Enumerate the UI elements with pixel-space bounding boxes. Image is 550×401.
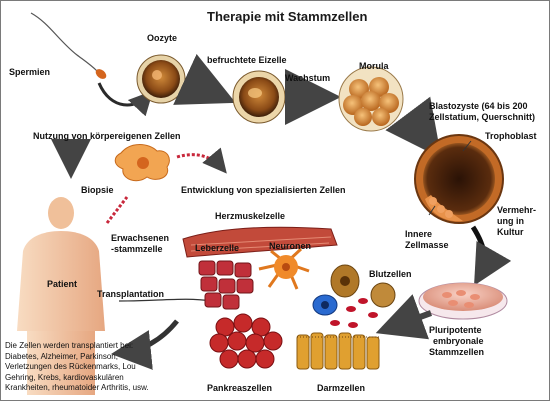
label-darmzellen: Darmzellen [317, 383, 365, 394]
label-blutzellen: Blutzellen [369, 269, 412, 280]
intestinal-cells [297, 333, 379, 369]
arrow-culture-to-cells [387, 313, 431, 329]
oocyte-cell [137, 55, 185, 103]
label-wachstum: Wachstum [285, 73, 330, 84]
note-line: Diabetes, Alzheimer, Parkinson, [5, 352, 149, 363]
arrow-red-specialization [177, 155, 223, 169]
label-trophoblast: Trophoblast [485, 131, 537, 142]
note-line: Verletzungen des Rückenmarks, Lou [5, 362, 149, 373]
transplant-note: Die Zellen werden transplantiert bei: Di… [5, 341, 149, 394]
label-nutzung: Nutzung von körpereigenen Zellen [33, 131, 181, 142]
label-entwicklung: Entwicklung von spezialisierten Zellen [181, 185, 346, 196]
arrow-morula-to-blastocyst [406, 121, 433, 147]
note-line: Die Zellen werden transplantiert bei: [5, 341, 149, 352]
label-befruchtete: befruchtete Eizelle [207, 55, 287, 66]
liver-cells [199, 261, 253, 309]
arrow-blastocyst-to-culture [473, 227, 484, 277]
pancreas-cells [210, 314, 282, 368]
label-morula: Morula [359, 61, 389, 72]
label-spermien: Spermien [9, 67, 50, 78]
label-innere: Innere [405, 229, 432, 240]
label-erwachsenen-1: Erwachsenen [111, 233, 169, 244]
label-vermehrung-1: Vermehr- [497, 205, 536, 216]
culture-dish [419, 283, 507, 319]
adult-stem-cell [115, 145, 169, 181]
note-line: Krankheiten, rheumatoider Arthritis, usw… [5, 383, 149, 394]
label-oozyte: Oozyte [147, 33, 177, 44]
label-embryonale: embryonale [433, 336, 484, 347]
diagram-title: Therapie mit Stammzellen [207, 9, 367, 24]
label-vermehrung-2: ung in [497, 216, 524, 227]
morula-cell [339, 67, 403, 131]
blastocyst-cell [415, 135, 503, 223]
label-blastozyste-1: Blastozyste (64 bis 200 [429, 101, 528, 112]
arrow-oocyte-to-zygote [197, 85, 223, 97]
label-pluripotente: Pluripotente [429, 325, 482, 336]
label-leberzelle: Leberzelle [195, 243, 239, 254]
label-herzmuskelzelle: Herzmuskelzelle [215, 211, 285, 222]
label-patient: Patient [47, 279, 77, 290]
note-line: Gehring, Krebs, kardiovaskulären [5, 373, 149, 384]
label-blastozyste-2: Zellstatium, Querschnitt) [429, 112, 535, 123]
label-biopsie: Biopsie [81, 185, 114, 196]
arrow-red-adult-stem [107, 197, 127, 223]
label-stammzellen: Stammzellen [429, 347, 484, 358]
label-erwachsenen-2: -stammzelle [111, 244, 163, 255]
label-neuronen: Neuronen [269, 241, 311, 252]
label-transplantation: Transplantation [97, 289, 164, 300]
label-zellmasse: Zellmasse [405, 240, 449, 251]
label-vermehrung-3: Kultur [497, 227, 524, 238]
label-pankreaszellen: Pankreaszellen [207, 383, 272, 394]
neuron-cell [259, 249, 309, 289]
fertilized-egg-cell [233, 71, 285, 123]
